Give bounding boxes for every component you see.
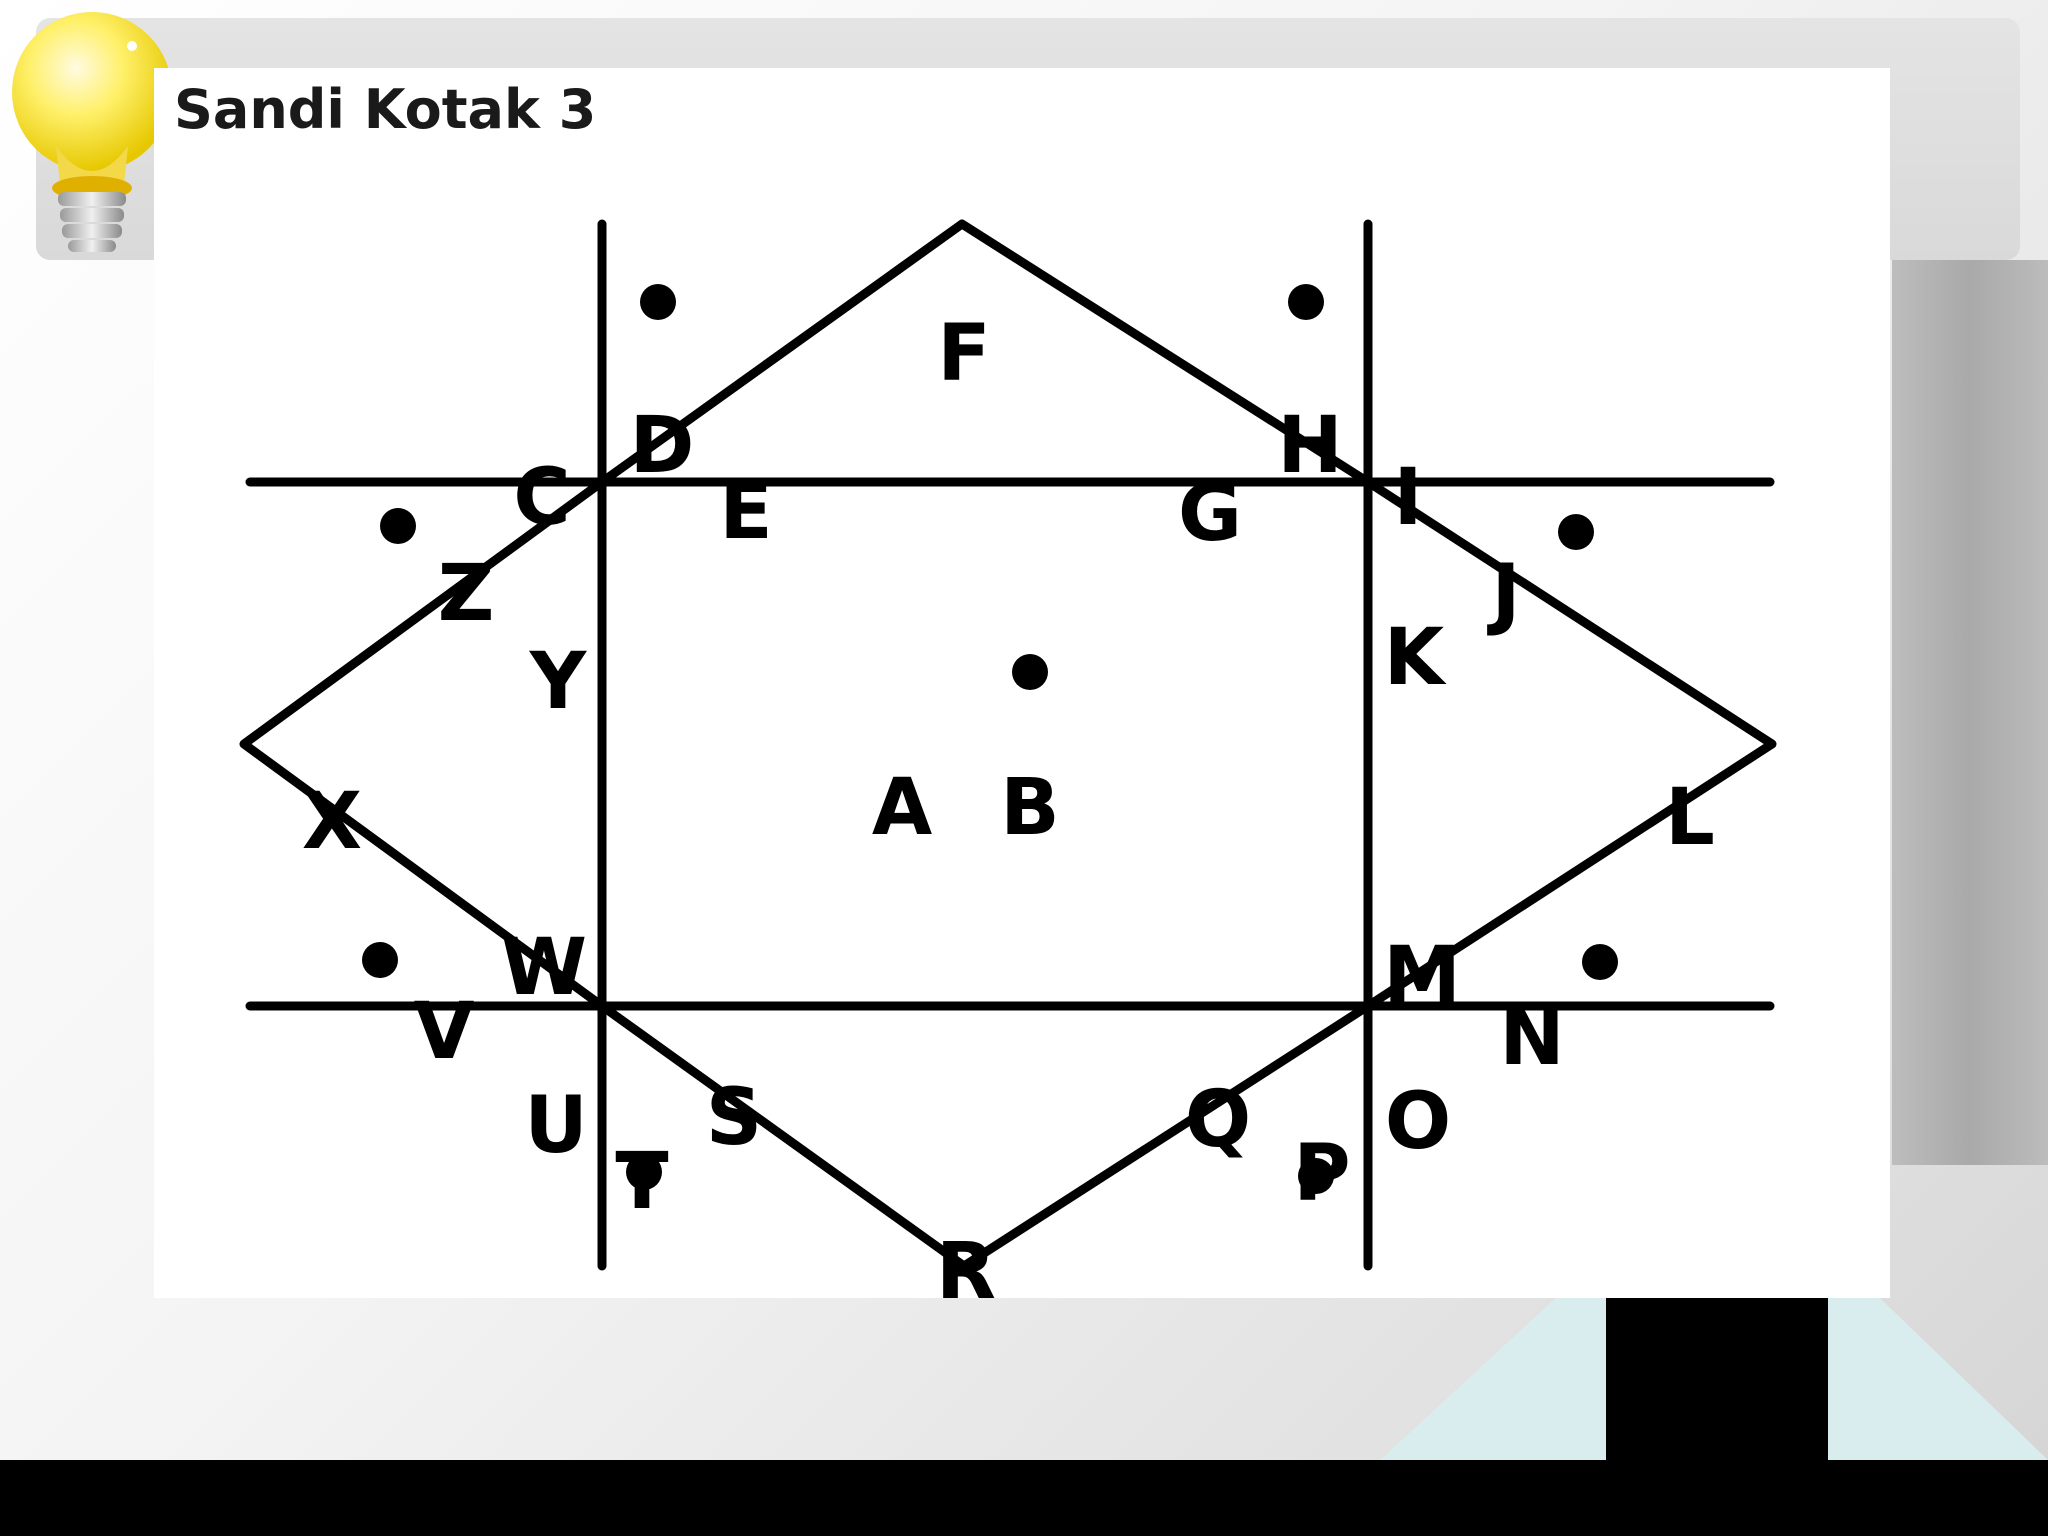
dot-t: [626, 1154, 662, 1190]
letter-w: W: [501, 923, 587, 1013]
letter-k: K: [1384, 613, 1447, 703]
letter-s: S: [706, 1073, 762, 1163]
letter-j: J: [1486, 549, 1520, 639]
right-shade-panel: [1892, 260, 2048, 1165]
dot-d: [640, 284, 676, 320]
letter-q: Q: [1185, 1075, 1251, 1165]
letter-x: X: [302, 777, 362, 867]
slide-title: Sandi Kotak 3: [174, 78, 597, 141]
diamond-bottom: [597, 1001, 1373, 1271]
letter-l: L: [1665, 773, 1715, 863]
diamond-left: [239, 477, 607, 1011]
bottom-black-bar: [0, 1460, 2048, 1536]
diamond-right: [1363, 477, 1777, 1011]
letter-i: I: [1393, 453, 1422, 543]
letter-o: O: [1385, 1077, 1451, 1167]
letter-c: C: [513, 453, 570, 543]
letter-h: H: [1277, 401, 1342, 491]
letter-n: N: [1499, 993, 1564, 1083]
pigpen-cipher-diagram: A B C D E F G H I J K L M N O P Q R S T …: [239, 219, 1777, 1298]
dot-b: [1012, 654, 1048, 690]
letter-b: B: [1000, 763, 1059, 853]
dot-z: [380, 508, 416, 544]
letter-labels: A B C D E F G H I J K L M N O P Q R S T …: [302, 309, 1715, 1298]
letter-y: Y: [529, 637, 588, 727]
dot-n: [1582, 944, 1618, 980]
letter-f: F: [937, 309, 990, 399]
dot-v: [362, 942, 398, 978]
letter-d: D: [630, 401, 695, 491]
letter-u: U: [524, 1081, 587, 1171]
black-block: [1606, 1298, 1828, 1466]
letter-m: M: [1383, 931, 1461, 1021]
letter-r: R: [936, 1227, 996, 1298]
cipher-dots: [362, 284, 1618, 1194]
letter-v: V: [414, 987, 474, 1077]
letter-e: E: [719, 467, 772, 557]
letter-z: Z: [438, 549, 495, 639]
diamond-top: [597, 219, 1373, 487]
dot-h: [1288, 284, 1324, 320]
dot-j: [1558, 514, 1594, 550]
lightbulb-icon: [12, 12, 172, 252]
dot-p: [1298, 1158, 1334, 1194]
letter-g: G: [1178, 469, 1242, 559]
letter-a: A: [872, 763, 932, 853]
